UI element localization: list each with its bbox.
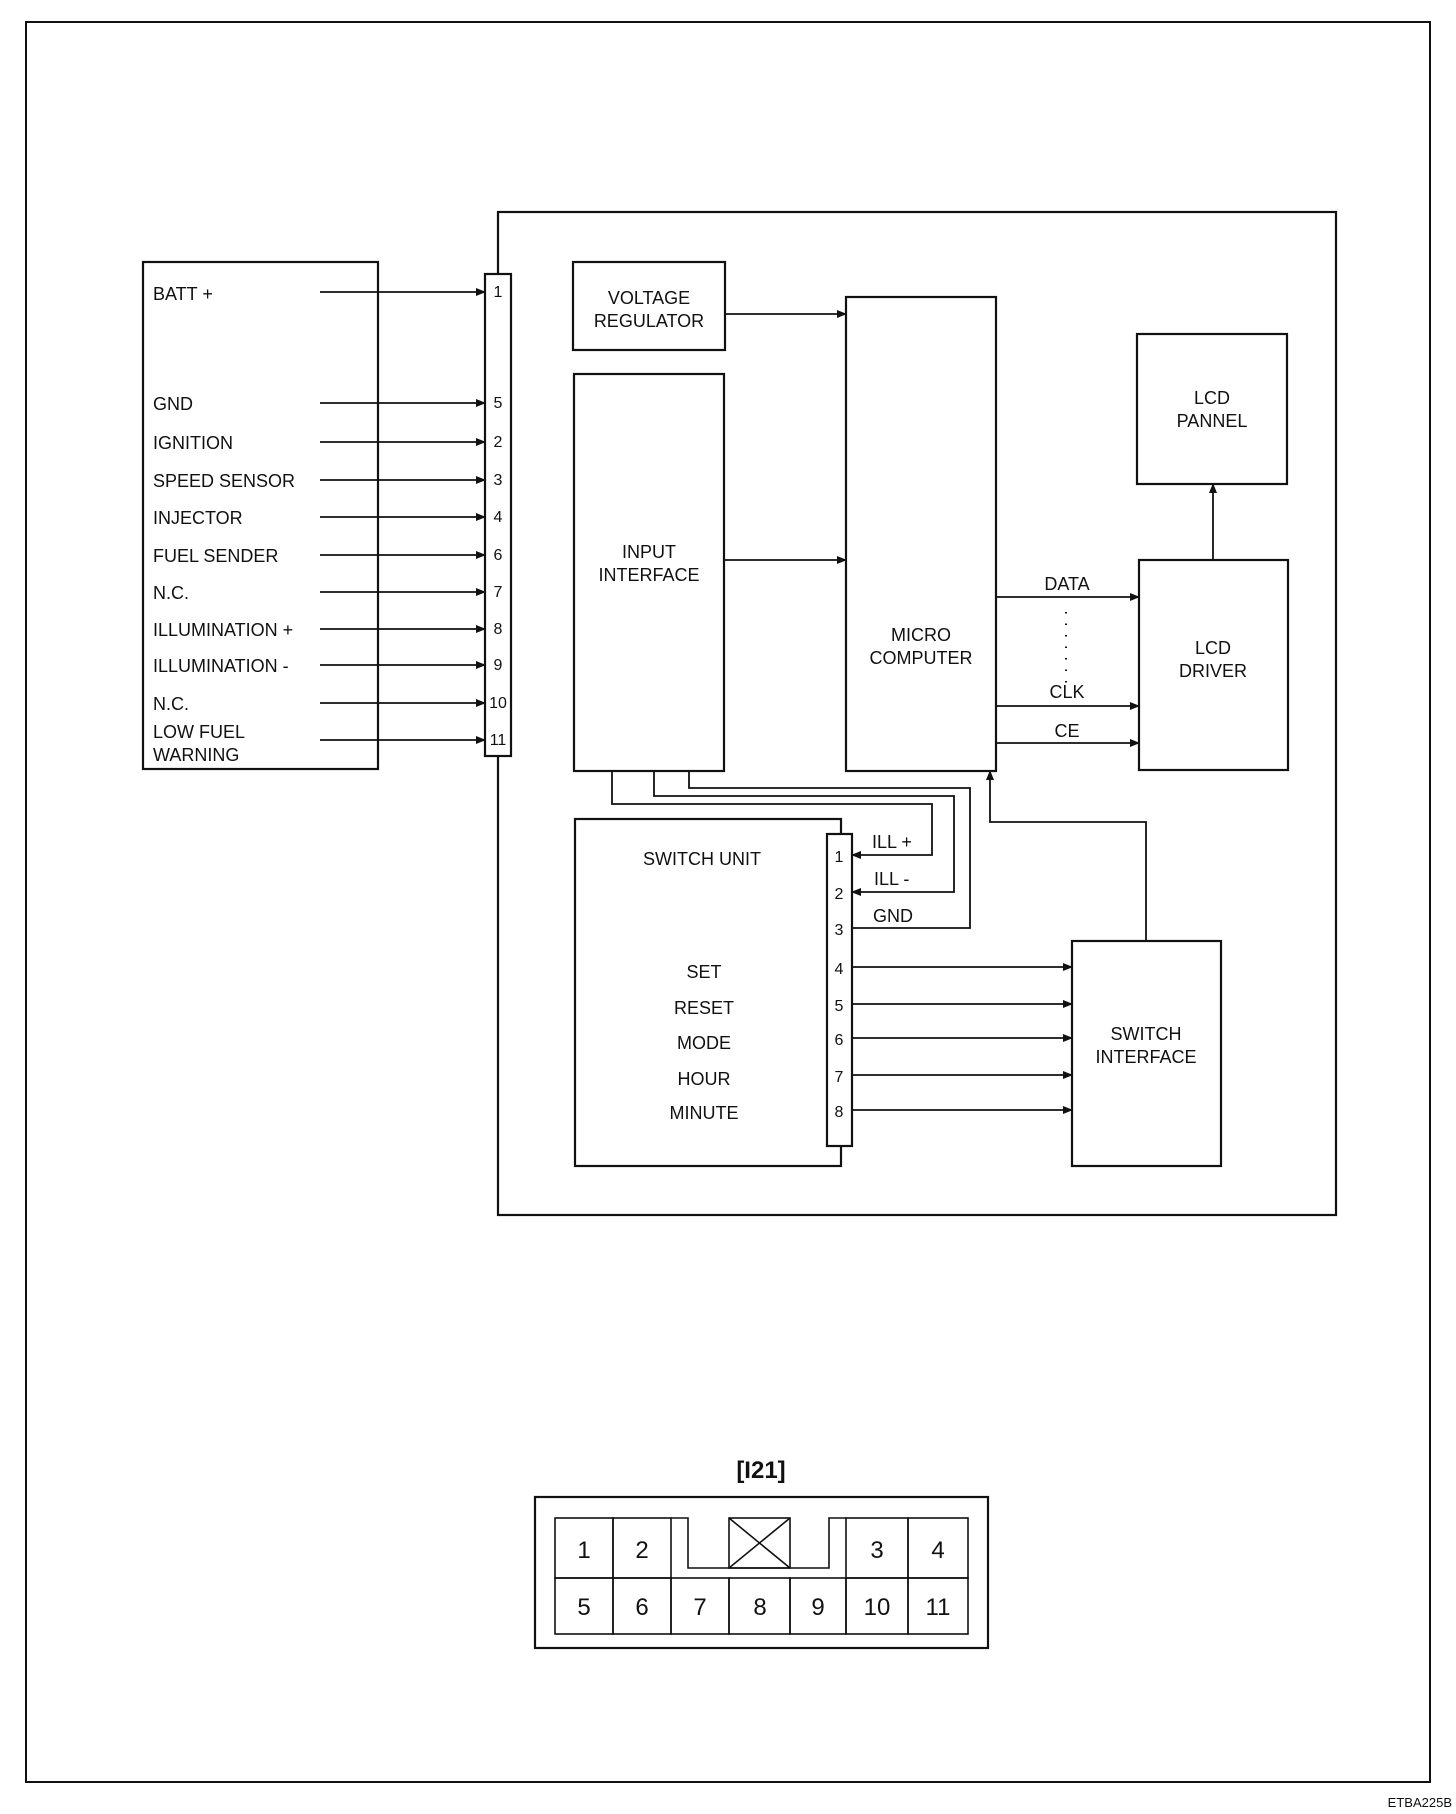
input-interface-block — [572, 372, 726, 773]
input-interface-label: INTERFACE — [598, 565, 699, 585]
pin-number: 9 — [494, 657, 503, 674]
lcd-pannel-label: PANNEL — [1177, 411, 1248, 431]
gnd-label: GND — [873, 906, 913, 926]
signal-label-batt: BATT + — [153, 284, 213, 304]
signal-label-warning: WARNING — [153, 745, 239, 765]
bus-label-clk: CLK — [1049, 682, 1084, 702]
connector-housing — [533, 1495, 990, 1650]
harness-wires — [320, 288, 486, 744]
harness-signal-box — [141, 260, 380, 771]
switch-label-hour: HOUR — [678, 1069, 731, 1089]
connector-pin-label: 4 — [931, 1537, 944, 1564]
signal-label-nc-7: N.C. — [153, 583, 189, 603]
connector-pin-label: 7 — [693, 1594, 706, 1621]
connector-pin-label: 11 — [926, 1594, 951, 1621]
switch-interface-label: INTERFACE — [1095, 1047, 1196, 1067]
lcd-driver-block — [1137, 558, 1290, 772]
connector-pin-label: 5 — [577, 1594, 590, 1621]
switch-interface-label: SWITCH — [1111, 1024, 1182, 1044]
module-pin-numbers: 1 5 2 3 4 6 7 8 9 10 11 — [489, 284, 507, 749]
pin-number: 3 — [494, 472, 503, 489]
pin-number: 4 — [494, 509, 503, 526]
pin-number: 8 — [494, 621, 503, 638]
input-interface-label: INPUT — [622, 542, 676, 562]
bus-label-data: DATA — [1044, 574, 1089, 594]
figure-code: ETBA225B — [1388, 1795, 1452, 1810]
switch-interface-block — [1070, 939, 1223, 1168]
switch-pin-number: 6 — [835, 1032, 844, 1049]
switch-pin-number: 5 — [835, 998, 844, 1015]
blocked-cavity — [728, 1517, 791, 1569]
voltage-regulator-block — [571, 260, 727, 352]
signal-label-speed-sensor: SPEED SENSOR — [153, 471, 295, 491]
signal-label-ignition: IGNITION — [153, 433, 233, 453]
switch-pin-number: 4 — [835, 961, 844, 978]
signal-label-illumination-minus: ILLUMINATION - — [153, 656, 289, 676]
connector-pin-label: 2 — [635, 1537, 648, 1564]
pin-number: 2 — [494, 434, 503, 451]
bus-label-ce: CE — [1054, 721, 1079, 741]
connector-pin-label: 9 — [811, 1594, 824, 1621]
pin-number: 11 — [490, 732, 507, 749]
connector-pin-label: 6 — [635, 1594, 648, 1621]
switch-label-minute: MINUTE — [670, 1103, 739, 1123]
switch-label-mode: MODE — [677, 1033, 731, 1053]
lcd-driver-label: LCD — [1195, 638, 1231, 658]
signal-label-low-fuel: LOW FUEL — [153, 722, 245, 742]
switch-power-labels: ILL + ILL - GND — [872, 832, 913, 926]
pin-number: 7 — [494, 584, 503, 601]
voltage-regulator-label: REGULATOR — [594, 311, 704, 331]
harness-signal-labels: BATT + GND IGNITION SPEED SENSOR INJECTO… — [153, 284, 295, 765]
connector-pin-label: 10 — [864, 1594, 891, 1621]
switch-pin-number: 3 — [835, 922, 844, 939]
pin-number: 5 — [494, 395, 503, 412]
connector-title: [I21] — [736, 1457, 785, 1484]
switch-button-labels: SET RESET MODE HOUR MINUTE — [670, 962, 739, 1123]
internal-wiring — [611, 310, 1217, 1114]
signal-label-injector: INJECTOR — [153, 508, 243, 528]
switch-unit-label: SWITCH UNIT — [643, 849, 761, 869]
connector-pin-label: 3 — [870, 1537, 883, 1564]
signal-label-fuel-sender: FUEL SENDER — [153, 546, 278, 566]
switch-label-reset: RESET — [674, 998, 734, 1018]
lcd-pannel-block — [1135, 332, 1289, 486]
switch-pin-number: 1 — [835, 849, 844, 866]
voltage-regulator-label: VOLTAGE — [608, 288, 690, 308]
connector-face: 1 2 3 4 5 6 7 8 9 10 11 — [533, 1495, 990, 1650]
switch-unit-block — [573, 817, 843, 1168]
micro-computer-block — [844, 295, 998, 773]
micro-computer-label: MICRO — [891, 625, 951, 645]
switch-pin-number: 2 — [835, 886, 844, 903]
micro-computer-label: COMPUTER — [870, 648, 973, 668]
lcd-driver-label: DRIVER — [1179, 661, 1247, 681]
signal-label-gnd: GND — [153, 394, 193, 414]
switch-unit-pin-numbers: 1 2 3 4 5 6 7 8 — [835, 849, 844, 1121]
signal-label-nc-10: N.C. — [153, 694, 189, 714]
ill-minus-label: ILL - — [874, 869, 909, 889]
connector-pin-label: 8 — [753, 1594, 766, 1621]
signal-label-illumination-plus: ILLUMINATION + — [153, 620, 293, 640]
switch-pin-number: 7 — [835, 1069, 844, 1086]
switch-pin-number: 8 — [835, 1104, 844, 1121]
pin-number: 6 — [494, 547, 503, 564]
connector-cell — [907, 1577, 969, 1635]
switch-label-set: SET — [686, 962, 721, 982]
lcd-pannel-label: LCD — [1194, 388, 1230, 408]
ill-plus-label: ILL + — [872, 832, 912, 852]
switch-unit-pin-strip — [825, 832, 854, 1148]
pin-number: 10 — [489, 695, 507, 712]
page-frame — [25, 21, 1431, 1783]
pin-number: 1 — [494, 284, 503, 301]
connector-pin-label: 1 — [577, 1537, 590, 1564]
